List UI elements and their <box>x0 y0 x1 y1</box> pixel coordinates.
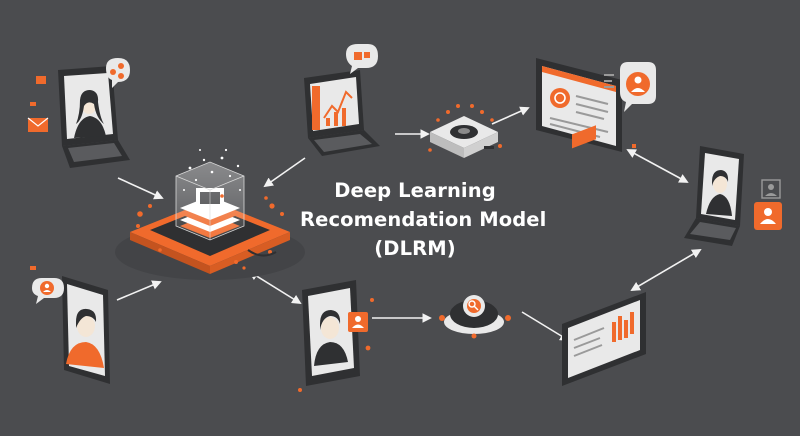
title-line-3: (DLRM) <box>374 237 456 260</box>
connector-topleft-hub <box>117 177 164 200</box>
connector-toplaptop-hub <box>263 157 306 188</box>
phone-user-left <box>30 266 110 384</box>
user-avatar-icon <box>348 312 368 332</box>
notification-icon <box>36 76 46 84</box>
search-node-icon <box>439 295 511 339</box>
processor-chip-icon <box>428 104 502 158</box>
bar-chart-icon <box>323 90 353 126</box>
user-avatar-icon <box>314 310 348 366</box>
mail-icon <box>27 117 49 132</box>
connector-chip-browser <box>491 106 530 125</box>
connectors <box>116 106 702 341</box>
user-avatar-icon <box>66 308 104 368</box>
chat-bubble-icon <box>346 44 378 74</box>
connector-browser-rightlaptop <box>626 149 689 183</box>
user-avatar-icon <box>761 179 781 199</box>
user-avatar-icon <box>32 278 64 304</box>
stacked-cube-model-icon <box>115 148 305 280</box>
connector-chart-search <box>521 311 570 341</box>
diagram-title: Deep Learning Recomendation Model (DLRM) <box>300 176 547 263</box>
bar-chart-icon <box>612 312 634 342</box>
connector-hub-tablet <box>248 270 302 305</box>
chart-window-bottomright <box>562 125 646 386</box>
user-avatar-icon <box>620 62 656 112</box>
user-avatar-icon <box>550 88 570 108</box>
user-avatar-icon <box>706 170 732 216</box>
user-avatar-icon <box>74 90 106 138</box>
user-avatar-icon <box>754 202 782 230</box>
laptop-user-topleft <box>27 58 130 168</box>
connector-rightlaptop-chart <box>630 249 702 291</box>
tablet-user-bottom <box>298 280 374 392</box>
connector-leftphone-hub <box>116 280 162 301</box>
title-line-1: Deep Learning <box>334 179 496 202</box>
laptop-user-right <box>684 146 782 246</box>
browser-window-topright <box>536 58 656 152</box>
title-line-2: Recomendation Model <box>300 208 547 231</box>
chat-bubble-icon <box>106 58 130 88</box>
laptop-analytics-top <box>304 44 380 156</box>
